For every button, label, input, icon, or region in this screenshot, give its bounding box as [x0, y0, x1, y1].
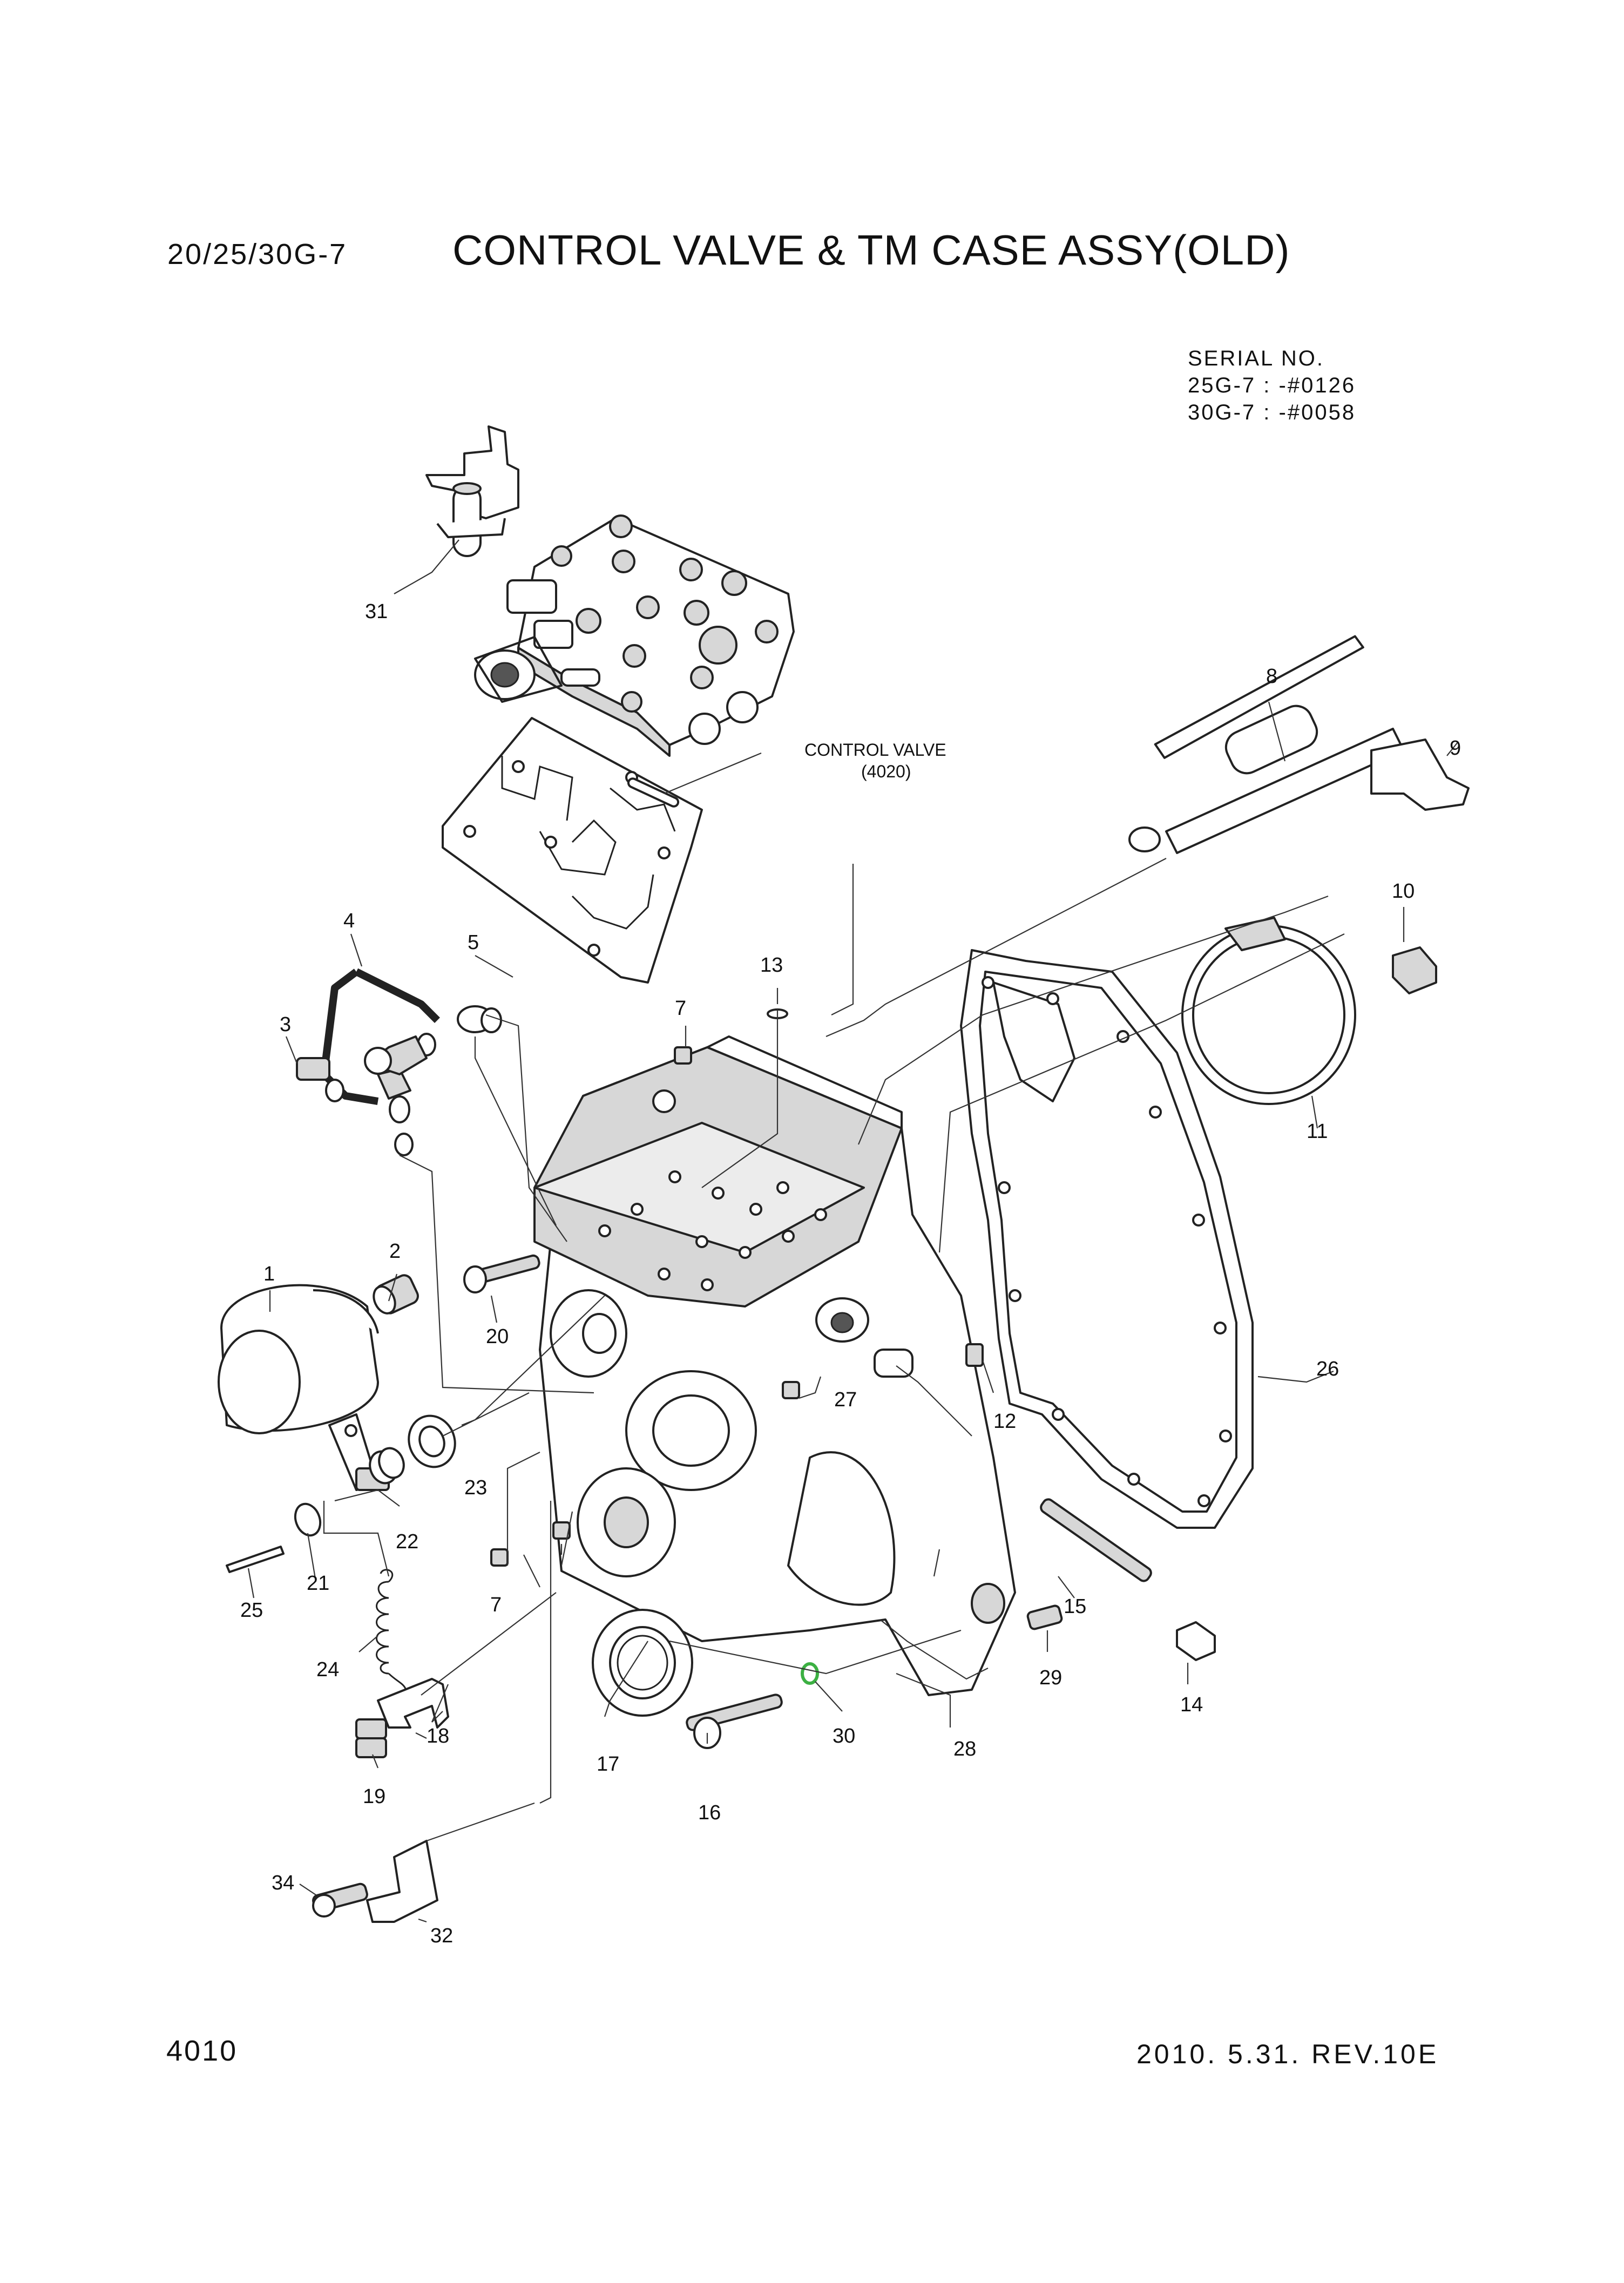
callout-24: 24	[316, 1658, 339, 1681]
callout-2: 2	[389, 1240, 401, 1263]
page-number: 4010	[166, 2035, 238, 2067]
return-spring	[376, 1569, 408, 1701]
callout-3: 3	[280, 1013, 291, 1036]
callout-10: 10	[1392, 880, 1415, 903]
callout-12: 12	[993, 1410, 1016, 1433]
callout-16: 16	[698, 1801, 721, 1824]
oil-seal	[592, 1609, 693, 1717]
leader-lines	[247, 539, 1458, 1923]
callout-21: 21	[307, 1572, 329, 1595]
callout-23: 23	[464, 1476, 487, 1499]
spring-pin	[226, 1546, 285, 1573]
oil-filter	[218, 1284, 379, 1434]
control-valve-bracket	[425, 425, 519, 557]
callout-20: 20	[486, 1325, 509, 1348]
detent-lever	[355, 1678, 449, 1758]
callout-7: 7	[675, 997, 686, 1020]
callout-30: 30	[833, 1725, 855, 1747]
callout-29: 29	[1039, 1666, 1062, 1689]
control-valve-body	[474, 514, 795, 757]
callout-25: 25	[240, 1599, 263, 1622]
clip-9	[1370, 739, 1470, 811]
callout-18: 18	[427, 1725, 449, 1747]
case-gasket-26	[960, 949, 1254, 1529]
control-valve-code: (4020)	[861, 762, 911, 781]
control-valve-callout: CONTROL VALVE (4020)	[804, 740, 946, 781]
callout-32: 32	[430, 1925, 453, 1947]
model-code: 20/25/30G-7	[167, 238, 348, 270]
callout-15: 15	[1064, 1595, 1086, 1618]
callout-34: 34	[272, 1872, 294, 1894]
callout-22: 22	[396, 1530, 418, 1553]
oil-tube	[296, 968, 502, 1156]
bracket-32	[312, 1840, 438, 1923]
seal-ring	[294, 1414, 456, 1537]
callout-13: 13	[760, 954, 783, 977]
serial-line: 30G-7 : -#0058	[1188, 401, 1356, 424]
callout-27: 27	[834, 1388, 857, 1411]
callout-14: 14	[1180, 1693, 1203, 1716]
callout-8: 8	[1266, 665, 1277, 688]
callout-7: 7	[490, 1594, 502, 1616]
rod-8	[1128, 635, 1405, 854]
control-valve-label: CONTROL VALVE	[804, 740, 946, 760]
filter-adapter	[373, 1274, 419, 1315]
callout-31: 31	[365, 600, 388, 623]
callout-5: 5	[468, 931, 479, 954]
page-title: CONTROL VALVE & TM CASE ASSY(OLD)	[452, 226, 1290, 274]
control-valve-plate-gasket	[442, 717, 703, 984]
brake-band-11	[1181, 917, 1356, 1105]
serial-heading: SERIAL NO.	[1188, 347, 1325, 370]
transmission-case	[533, 1035, 1016, 1696]
callout-4: 4	[343, 910, 355, 932]
serial-line: 25G-7 : -#0126	[1188, 374, 1356, 397]
callout-numbers: 1 2 3 4 5 7 7 8 9 10 11 12 13 14 15 16 1…	[240, 600, 1461, 1947]
revision-date: 2010. 5.31. REV.10E	[1136, 2039, 1439, 2069]
callout-19: 19	[363, 1785, 385, 1808]
clip-10	[1392, 946, 1437, 994]
callout-9: 9	[1450, 737, 1461, 760]
o-ring-30-highlight	[801, 1662, 819, 1685]
callout-26: 26	[1316, 1358, 1339, 1380]
callout-28: 28	[953, 1738, 976, 1760]
callout-17: 17	[597, 1753, 619, 1776]
callout-11: 11	[1307, 1120, 1328, 1143]
case-bolts	[463, 1008, 1216, 1749]
callout-1: 1	[263, 1263, 275, 1285]
banjo-bolt	[364, 1035, 428, 1075]
